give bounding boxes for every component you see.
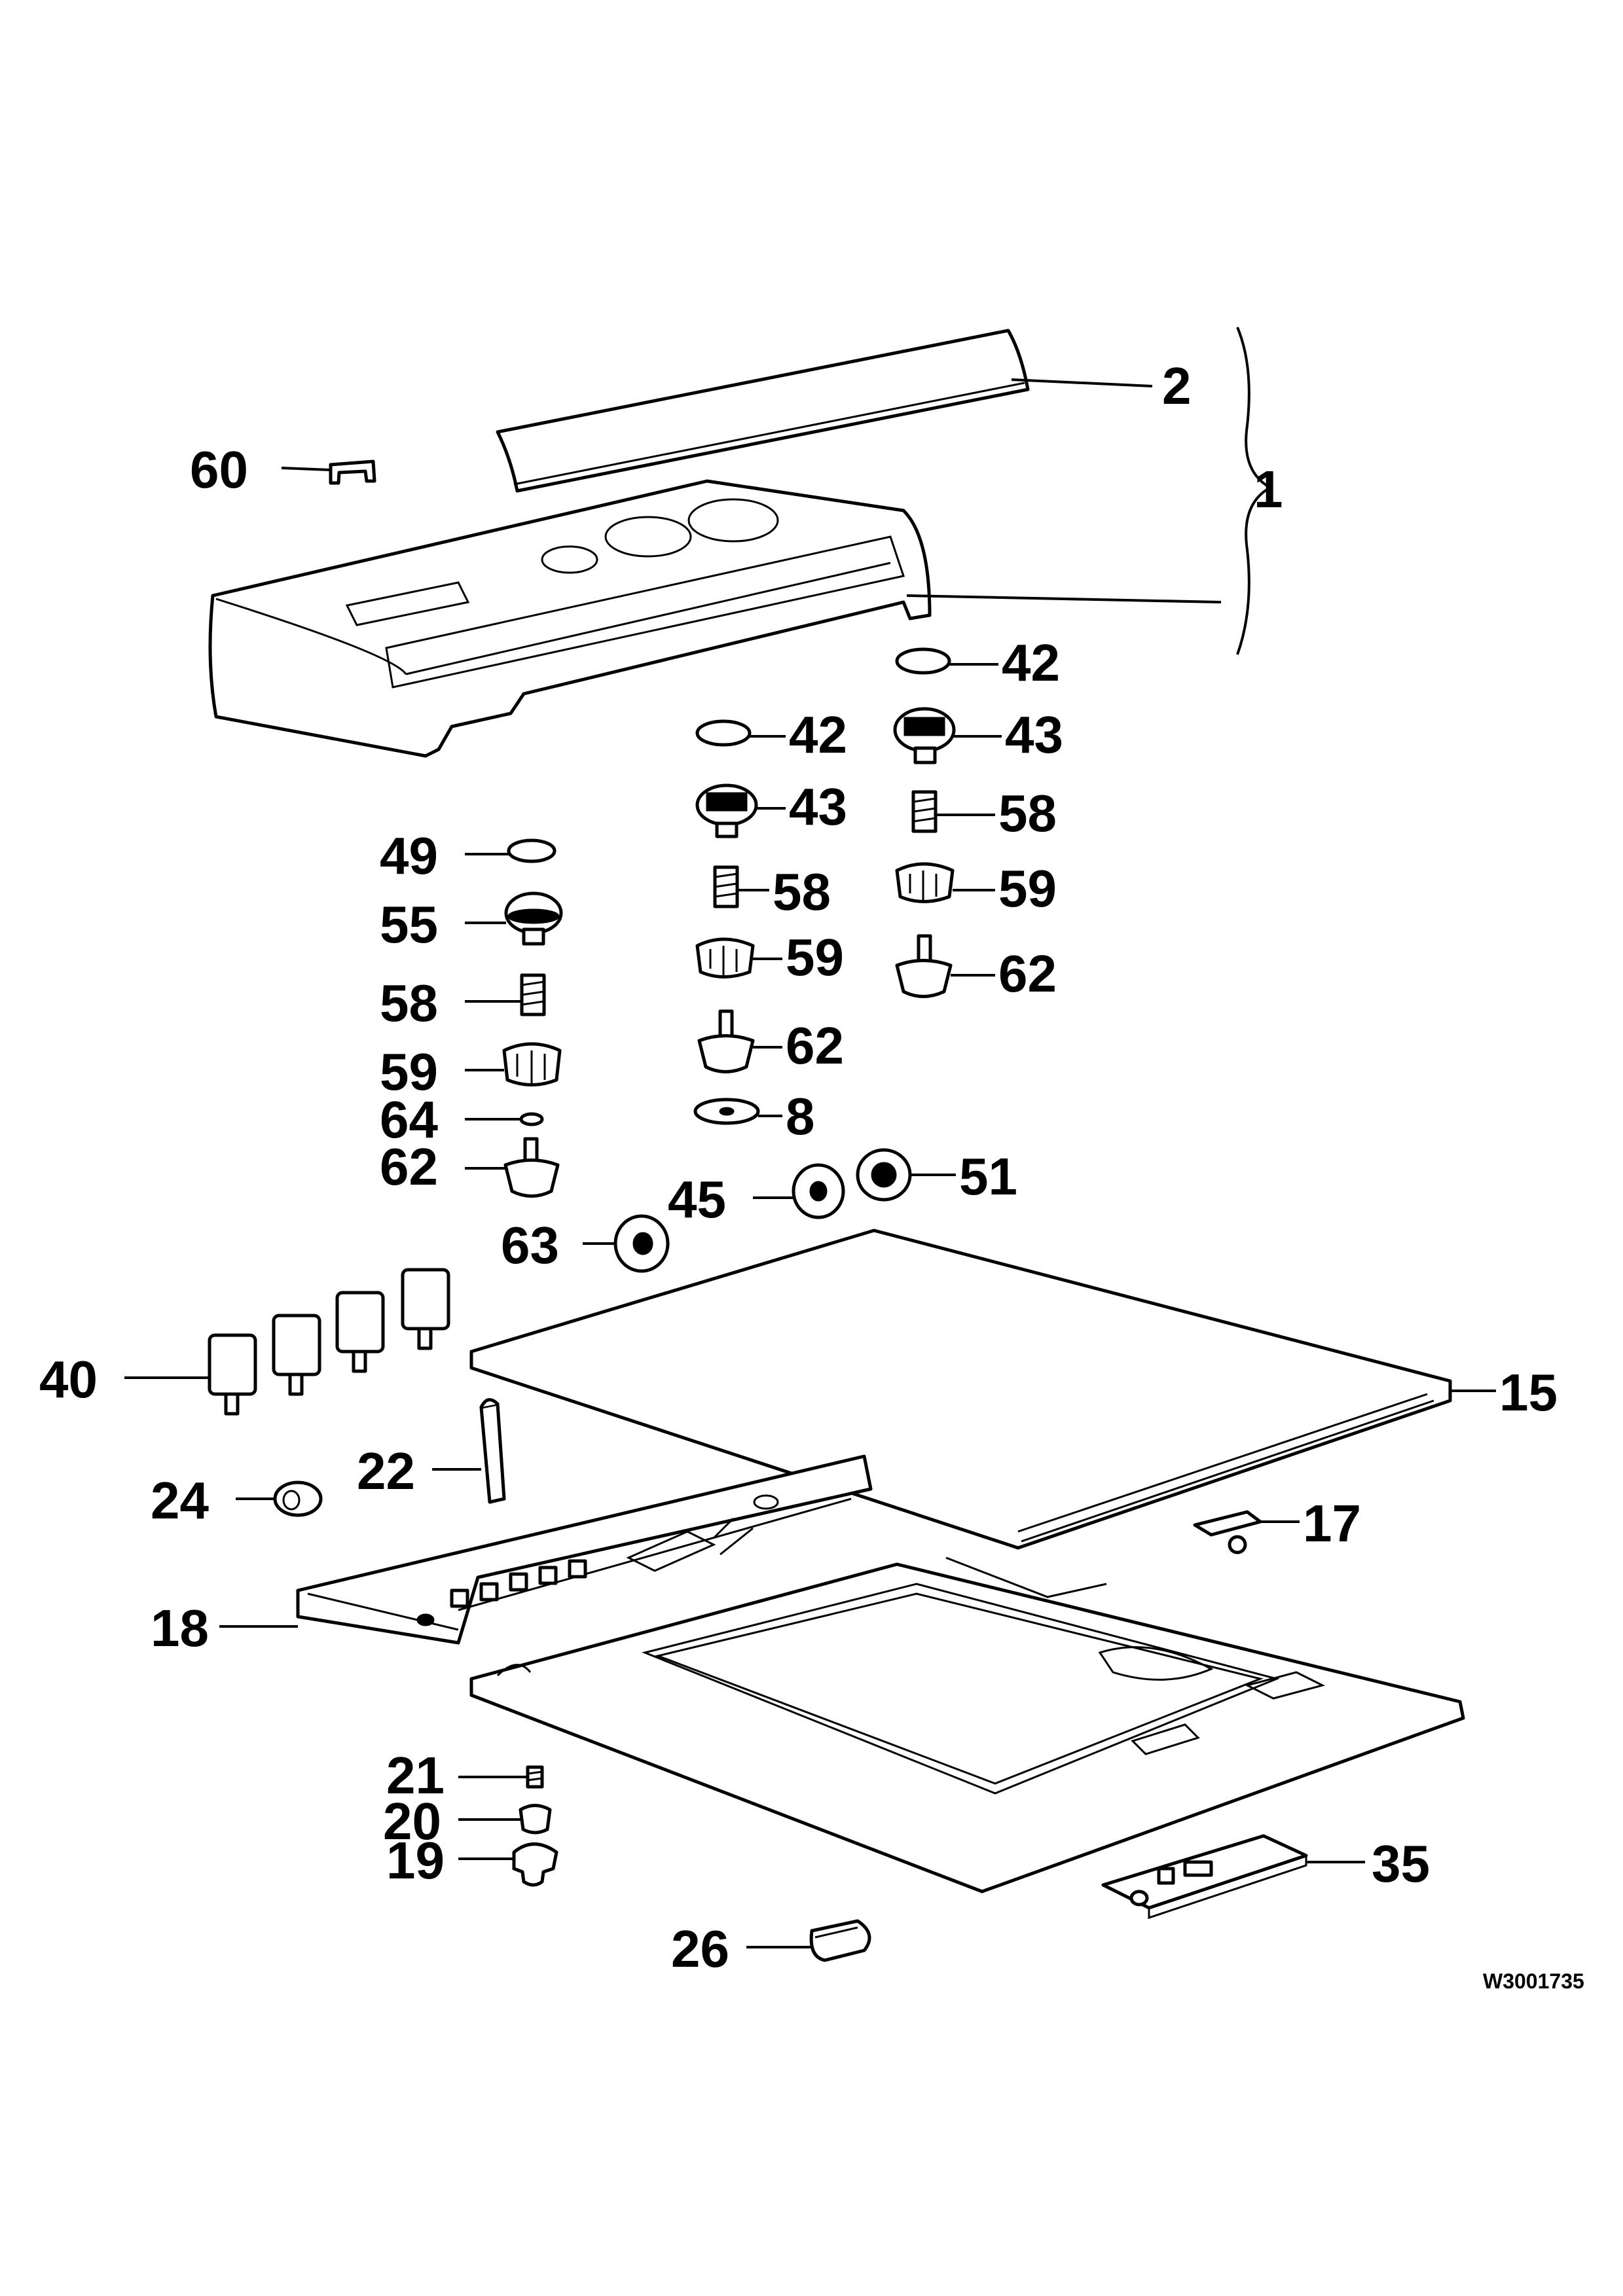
- label-15: 15: [1499, 1363, 1558, 1422]
- part-42-cap-right: [895, 647, 951, 675]
- part-62-shaft-left: [503, 1137, 560, 1198]
- part-43-knob-middle: [695, 783, 758, 838]
- part-45-washer: [792, 1163, 845, 1219]
- label-26: 26: [671, 1920, 729, 1978]
- part-24-cap: [273, 1480, 323, 1517]
- part-43-knob-right: [893, 707, 956, 764]
- label-59-middle: 59: [786, 928, 844, 986]
- label-58-left: 58: [380, 974, 438, 1032]
- leader-lines: [124, 378, 1496, 1948]
- label-62-left: 62: [380, 1138, 438, 1196]
- top-frame: [469, 1556, 1465, 1893]
- control-panel-housing: [208, 479, 932, 758]
- label-60: 60: [190, 440, 248, 499]
- label-21: 21: [386, 1746, 445, 1804]
- part-58-spring-left: [520, 973, 546, 1016]
- label-49: 49: [380, 827, 438, 885]
- label-19: 19: [386, 1831, 445, 1890]
- part-2-cover-strip: [496, 329, 1030, 493]
- part-18-control-tray: [296, 1454, 873, 1645]
- part-63-bushing: [613, 1214, 670, 1273]
- label-17: 17: [1303, 1494, 1361, 1552]
- label-1: 1: [1254, 460, 1283, 518]
- part-55-knob: [504, 891, 563, 946]
- document-id: W3001735: [1483, 1969, 1584, 1993]
- label-20: 20: [383, 1792, 441, 1850]
- label-18: 18: [151, 1599, 209, 1657]
- part-42-cap-middle: [695, 719, 752, 747]
- part-60-clip: [329, 459, 376, 485]
- label-64: 64: [380, 1090, 438, 1149]
- part-17-bracket: [1193, 1510, 1262, 1554]
- part-49-cap: [507, 838, 556, 863]
- part-62-shaft-right: [895, 934, 953, 998]
- part-58-spring-middle: [713, 865, 739, 908]
- label-62-right: 62: [998, 944, 1057, 1003]
- label-22: 22: [357, 1442, 415, 1500]
- part-21-spring: [526, 1765, 544, 1789]
- part-58-spring-right: [911, 790, 938, 833]
- label-59-left: 59: [380, 1043, 438, 1101]
- label-35: 35: [1372, 1835, 1430, 1893]
- label-2: 2: [1162, 357, 1192, 415]
- label-24: 24: [151, 1471, 209, 1530]
- part-22-rod: [479, 1398, 506, 1504]
- part-20-plug: [519, 1804, 552, 1835]
- label-8: 8: [786, 1087, 815, 1145]
- part-59-sleeve-middle: [695, 937, 755, 978]
- label-51: 51: [959, 1147, 1017, 1206]
- label-63: 63: [501, 1216, 559, 1274]
- label-55: 55: [380, 895, 438, 954]
- part-labels: 2 1 60 42 42 43 43 58 58 58 59 59 59 62 …: [39, 357, 1558, 1978]
- label-59-right: 59: [998, 859, 1057, 918]
- part-19-foot: [512, 1842, 558, 1887]
- part-64-ring: [519, 1112, 544, 1126]
- label-43-right: 43: [1005, 706, 1063, 764]
- label-58-right: 58: [998, 784, 1057, 842]
- part-15-lid: [469, 1229, 1452, 1550]
- label-40: 40: [39, 1350, 98, 1408]
- part-40-push-buttons: [208, 1268, 450, 1416]
- label-42-middle: 42: [789, 706, 847, 764]
- label-45: 45: [668, 1170, 726, 1229]
- label-43-middle: 43: [789, 778, 847, 836]
- part-35-hinge-plate: [1101, 1834, 1308, 1920]
- label-58-middle: 58: [773, 863, 831, 921]
- label-42-right: 42: [1002, 634, 1060, 692]
- label-62-middle: 62: [786, 1016, 844, 1075]
- part-59-sleeve-right: [895, 862, 955, 903]
- assembly-1-brace: [1236, 327, 1273, 655]
- part-59-sleeve-left: [502, 1042, 562, 1086]
- part-26-clip: [809, 1919, 871, 1962]
- part-8-washer: [693, 1098, 760, 1125]
- part-62-shaft-middle: [697, 1009, 755, 1073]
- part-51-washer: [856, 1148, 912, 1202]
